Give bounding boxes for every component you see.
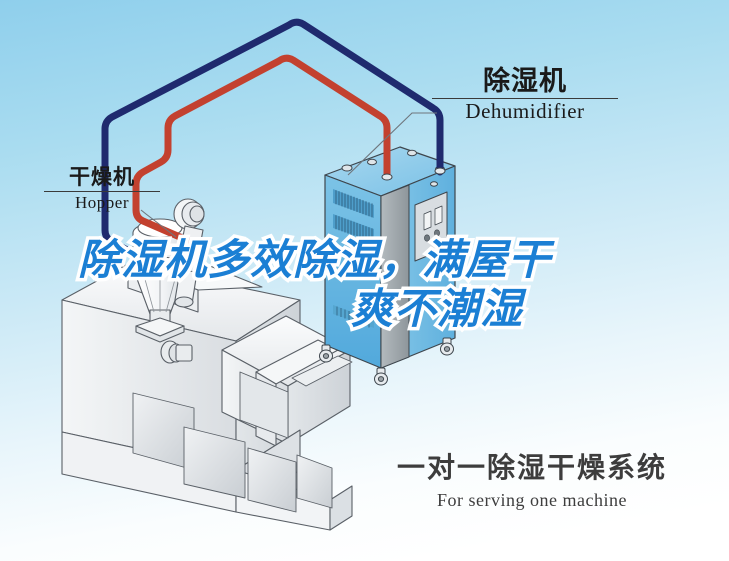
- callout-dehumidifier-en: Dehumidifier: [465, 99, 585, 123]
- control-knob-2: [434, 229, 440, 237]
- machine-window-top: [291, 355, 353, 387]
- control-display-1: [423, 210, 432, 231]
- machine-window-5: [239, 371, 289, 439]
- machine-nozzle-coupler: [160, 340, 193, 364]
- callout-hopper-cn: 干燥机: [69, 165, 135, 189]
- leader-line-hopper: [140, 209, 177, 238]
- callout-dehumidifier-rule: [432, 98, 618, 99]
- vent-upper-slats: [335, 190, 373, 218]
- injection-molding-machine: [61, 261, 353, 531]
- vent-lower-slats: [335, 215, 373, 243]
- hopper-flange-base: [135, 325, 185, 343]
- caster-right: [440, 337, 454, 356]
- leader-line-dehumidifier: [347, 112, 437, 176]
- control-knob-1: [424, 234, 430, 242]
- machine-window-4: [296, 454, 333, 509]
- system-caption: 一对一除湿干燥系统 For serving one machine: [372, 451, 692, 511]
- return-hose-main: [132, 54, 391, 248]
- caster-center: [374, 367, 388, 386]
- callout-dehumidifier-cn: 除湿机: [483, 66, 567, 97]
- casters: [319, 337, 454, 386]
- callout-hopper: 干燥机 Hopper: [44, 167, 160, 211]
- dehumidifier-vent-upper: [333, 189, 374, 218]
- dehumidifier-unit: [319, 146, 456, 386]
- callout-hopper-rule: [44, 191, 160, 192]
- caster-front-left: [319, 344, 333, 363]
- supply-hose: [101, 18, 444, 266]
- hose-fittings: [381, 167, 446, 181]
- callout-hopper-en: Hopper: [75, 193, 129, 212]
- machine-window-2: [183, 426, 246, 499]
- machine-base-ext-side: [329, 485, 353, 531]
- system-caption-en: For serving one machine: [437, 490, 627, 511]
- control-display-2: [434, 205, 443, 226]
- dehumidifier-service-panel: [380, 184, 410, 369]
- blower-motor: [173, 198, 205, 308]
- system-caption-cn: 一对一除湿干燥系统: [396, 451, 667, 484]
- machine-window-3: [247, 447, 297, 513]
- callout-dehumidifier: 除湿机 Dehumidifier: [432, 68, 618, 122]
- dehumidifier-vent-lower: [333, 214, 374, 242]
- dehumidifier-vent-base: [333, 305, 374, 328]
- hopper-funnel: [132, 218, 188, 343]
